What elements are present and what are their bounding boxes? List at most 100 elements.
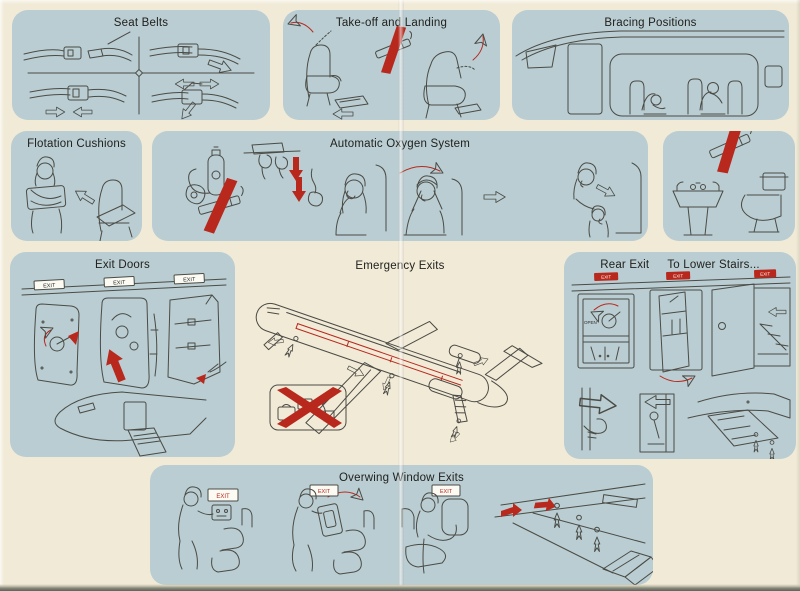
door-swung-open-icon bbox=[167, 294, 227, 385]
cabin-window-cutaway bbox=[609, 53, 759, 117]
handle-pull-icon bbox=[578, 387, 618, 451]
strap-over-head bbox=[416, 179, 438, 186]
wing-direction-arrow bbox=[501, 503, 522, 517]
tail-cone bbox=[477, 380, 508, 408]
card-top-edge bbox=[0, 0, 800, 4]
panel-takeoff-landing: Take-off and Landing bbox=[283, 10, 500, 120]
card-left-edge bbox=[0, 0, 4, 591]
seat-recline-icon bbox=[423, 32, 490, 119]
bracing-passenger-icon bbox=[687, 78, 743, 115]
exit-sign: EXIT bbox=[754, 269, 777, 278]
svg-text:EXIT: EXIT bbox=[216, 494, 230, 500]
panel-title-rear-exit: Rear Exit bbox=[600, 259, 650, 271]
fuselage bbox=[255, 302, 489, 403]
wing-edges bbox=[512, 512, 646, 574]
exit-sign: EXIT bbox=[207, 488, 239, 502]
svg-text:EXIT: EXIT bbox=[440, 489, 453, 495]
walk-on-wing-icon bbox=[494, 483, 653, 585]
belt-tighten-icon bbox=[149, 43, 241, 77]
rear-exit-illustration: EXIT EXIT EXIT OPEN bbox=[571, 269, 791, 459]
passenger-mask-drop-icon bbox=[335, 164, 387, 236]
flotation-illustration bbox=[25, 156, 136, 241]
exit-sign: EXIT bbox=[666, 271, 691, 280]
near-engine bbox=[428, 378, 463, 400]
near-wing bbox=[305, 362, 382, 435]
exit-sign: EXIT bbox=[594, 272, 619, 281]
lavatory-illustration bbox=[672, 131, 789, 236]
takeoff-illustration bbox=[285, 14, 490, 120]
svg-text:EXIT: EXIT bbox=[601, 274, 611, 279]
svg-text:EXIT: EXIT bbox=[113, 280, 126, 287]
overwing-illustration: EXIT EXIT bbox=[178, 483, 653, 585]
exit-sign: EXIT bbox=[431, 484, 461, 497]
ventral-stairs-deployed-icon bbox=[687, 392, 791, 459]
panel-bracing-positions: Bracing Positions bbox=[512, 10, 789, 120]
cabin-window bbox=[764, 65, 783, 88]
stairwell-doorway-icon bbox=[711, 283, 791, 377]
pull-mask-arrow bbox=[399, 162, 447, 179]
panel-title: Automatic Oxygen System bbox=[329, 138, 471, 150]
panel-rear-exit: Rear Exit To Lower Stairs... EXIT EXIT E… bbox=[564, 252, 796, 459]
panel-title: Seat Belts bbox=[113, 17, 169, 29]
exit-sign: EXIT bbox=[309, 484, 339, 497]
evacuee-figure bbox=[769, 440, 775, 459]
cockpit-door bbox=[567, 43, 603, 115]
exit-doors-illustration: EXIT EXIT EXIT bbox=[21, 272, 227, 457]
panel-title: Exit Doors bbox=[94, 259, 151, 271]
lever-cabinet-icon bbox=[639, 393, 675, 453]
panel-title: Bracing Positions bbox=[604, 17, 697, 29]
child-mask bbox=[598, 218, 603, 225]
windshield bbox=[525, 44, 557, 69]
tailplane bbox=[503, 345, 543, 368]
belt-release-icon bbox=[151, 78, 239, 120]
belt-insert-icon bbox=[29, 85, 127, 118]
seat-upright-icon bbox=[285, 14, 369, 120]
panel-lavatory-no-smoking bbox=[663, 131, 795, 241]
seat-belts-illustration bbox=[23, 31, 255, 120]
wing-direction-arrow bbox=[533, 497, 556, 512]
card-right-edge bbox=[796, 0, 800, 591]
panel-title: Take-off and Landing bbox=[335, 17, 448, 29]
evacuee-figure bbox=[553, 502, 561, 528]
no-smoking-icon bbox=[375, 25, 413, 74]
no-smoking-icon bbox=[197, 177, 244, 234]
svg-text:EXIT: EXIT bbox=[318, 489, 331, 495]
no-smoking-icon bbox=[709, 131, 752, 174]
far-engine bbox=[448, 344, 481, 364]
open-label: OPEN bbox=[584, 320, 597, 325]
cabin-outline bbox=[515, 30, 785, 117]
emergency-exits-illustration bbox=[255, 302, 543, 445]
door-open-arrow-icon bbox=[99, 297, 159, 389]
section-emergency-exits: Emergency Exits bbox=[240, 253, 560, 460]
strap-tighten-arrow bbox=[483, 191, 506, 203]
evacuee-figure bbox=[575, 514, 583, 540]
remove-hatch-icon: EXIT bbox=[291, 484, 375, 575]
passenger-hugging-cushion-icon bbox=[25, 156, 67, 234]
exit-placard: EXIT bbox=[103, 275, 135, 288]
door-fold-down-icon bbox=[649, 289, 703, 387]
mother-and-child-icon bbox=[573, 162, 642, 238]
bracing-passenger-icon bbox=[629, 80, 667, 115]
exit-placard: EXIT bbox=[33, 278, 65, 291]
passenger-donning-mask-icon bbox=[403, 175, 463, 236]
mask-hanging-icon bbox=[292, 168, 323, 207]
locate-window-exit-icon: EXIT bbox=[178, 486, 253, 573]
panel-title-lower-stairs: To Lower Stairs... bbox=[667, 259, 760, 271]
svg-text:EXIT: EXIT bbox=[760, 271, 770, 276]
panel-oxygen-system: Automatic Oxygen System bbox=[152, 131, 648, 241]
toilet-icon bbox=[741, 172, 789, 233]
card-bottom-edge bbox=[0, 584, 800, 591]
svg-text:EXIT: EXIT bbox=[43, 283, 56, 290]
oxygen-bottle-icon bbox=[185, 146, 225, 205]
climb-through-exit-icon: EXIT bbox=[401, 484, 469, 574]
cockpit-windows bbox=[266, 307, 280, 315]
panel-title: Flotation Cushions bbox=[27, 138, 126, 150]
panel-flotation-cushions: Flotation Cushions bbox=[11, 131, 142, 241]
masks-dropping-icon bbox=[243, 142, 303, 181]
wing-tip-surface bbox=[602, 550, 653, 585]
aircraft-cutaway bbox=[255, 302, 543, 445]
rear-door-handle-icon: OPEN bbox=[577, 293, 635, 369]
svg-text:EXIT: EXIT bbox=[183, 277, 196, 284]
belt-unfastened-icon bbox=[23, 31, 133, 62]
